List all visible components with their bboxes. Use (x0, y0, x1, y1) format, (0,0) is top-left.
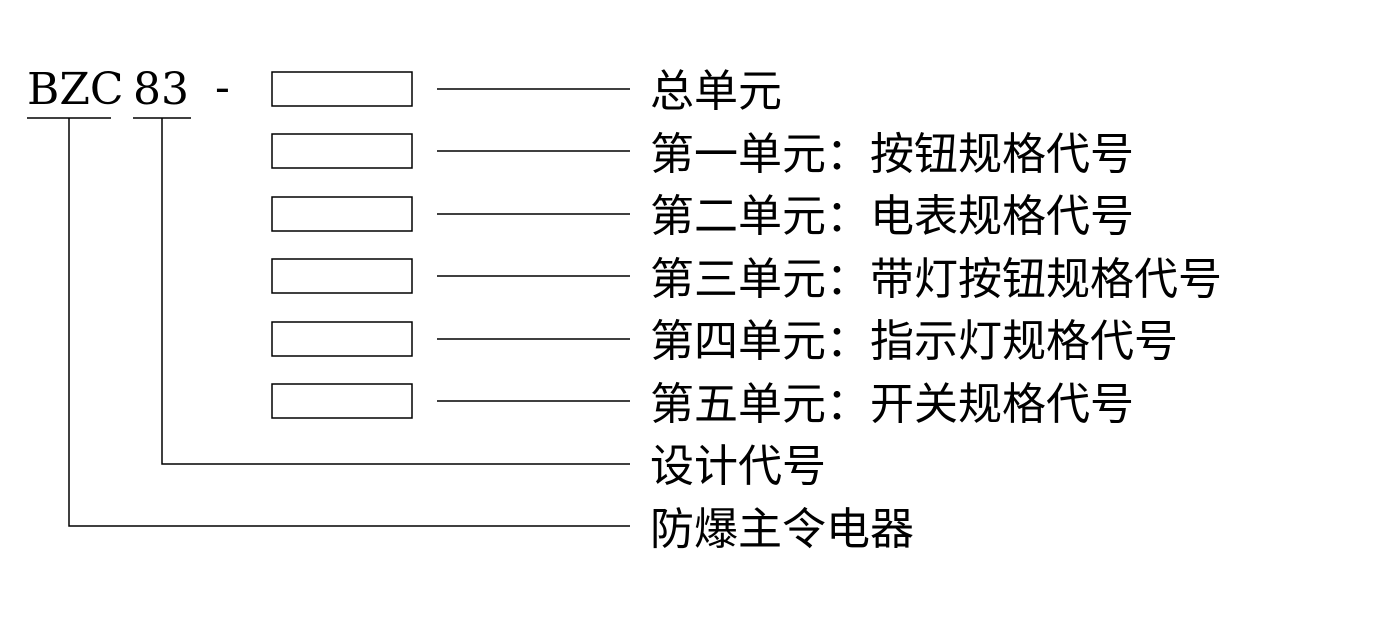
label-unit-5: 第五单元：开关规格代号 (650, 379, 1134, 430)
label-product: 防爆主令电器 (650, 504, 914, 555)
leader-design-code (161, 118, 630, 465)
label-unit-4: 第四单元：指示灯规格代号 (650, 316, 1178, 367)
label-total-unit: 总单元 (650, 66, 782, 117)
model-design: 83 (133, 64, 189, 115)
box-unit-1 (271, 133, 413, 169)
label-unit-1: 第一单元：按钮规格代号 (650, 129, 1134, 180)
box-total-unit (271, 71, 413, 107)
label-design-code: 设计代号 (650, 441, 826, 492)
box-unit-2 (271, 196, 413, 232)
box-unit-5 (271, 383, 413, 419)
model-dash: - (215, 62, 230, 113)
box-unit-4 (271, 321, 413, 357)
leader-product (68, 118, 630, 527)
box-unit-3 (271, 258, 413, 294)
label-unit-2: 第二单元：电表规格代号 (650, 191, 1134, 242)
label-unit-3: 第三单元：带灯按钮规格代号 (650, 254, 1222, 305)
model-prefix: BZC (27, 64, 124, 115)
